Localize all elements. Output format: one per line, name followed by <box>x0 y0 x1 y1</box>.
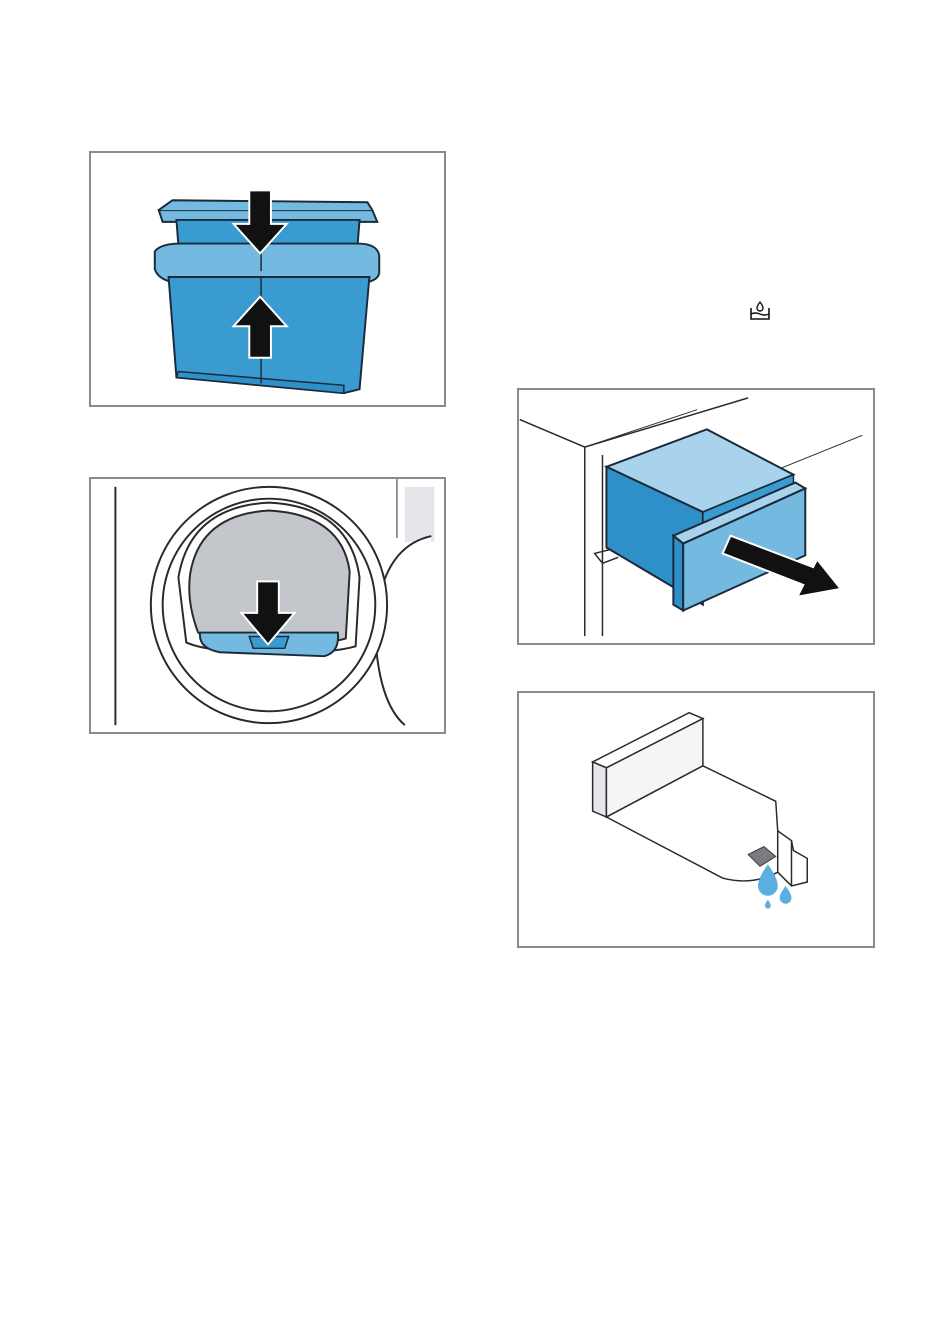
empty-container-icon <box>748 300 772 322</box>
filter-insert-illustration <box>91 153 444 405</box>
water-drop-icon <box>765 900 771 909</box>
figure-filter-insert <box>89 151 446 407</box>
figure-water-container-drain <box>517 691 875 948</box>
drain-illustration <box>519 693 873 946</box>
figure-door-fluff-filter <box>89 477 446 734</box>
figure-water-container-drawer <box>517 388 875 645</box>
door-illustration <box>91 479 444 732</box>
water-drop-icon <box>780 886 792 904</box>
drawer-illustration <box>519 390 873 643</box>
